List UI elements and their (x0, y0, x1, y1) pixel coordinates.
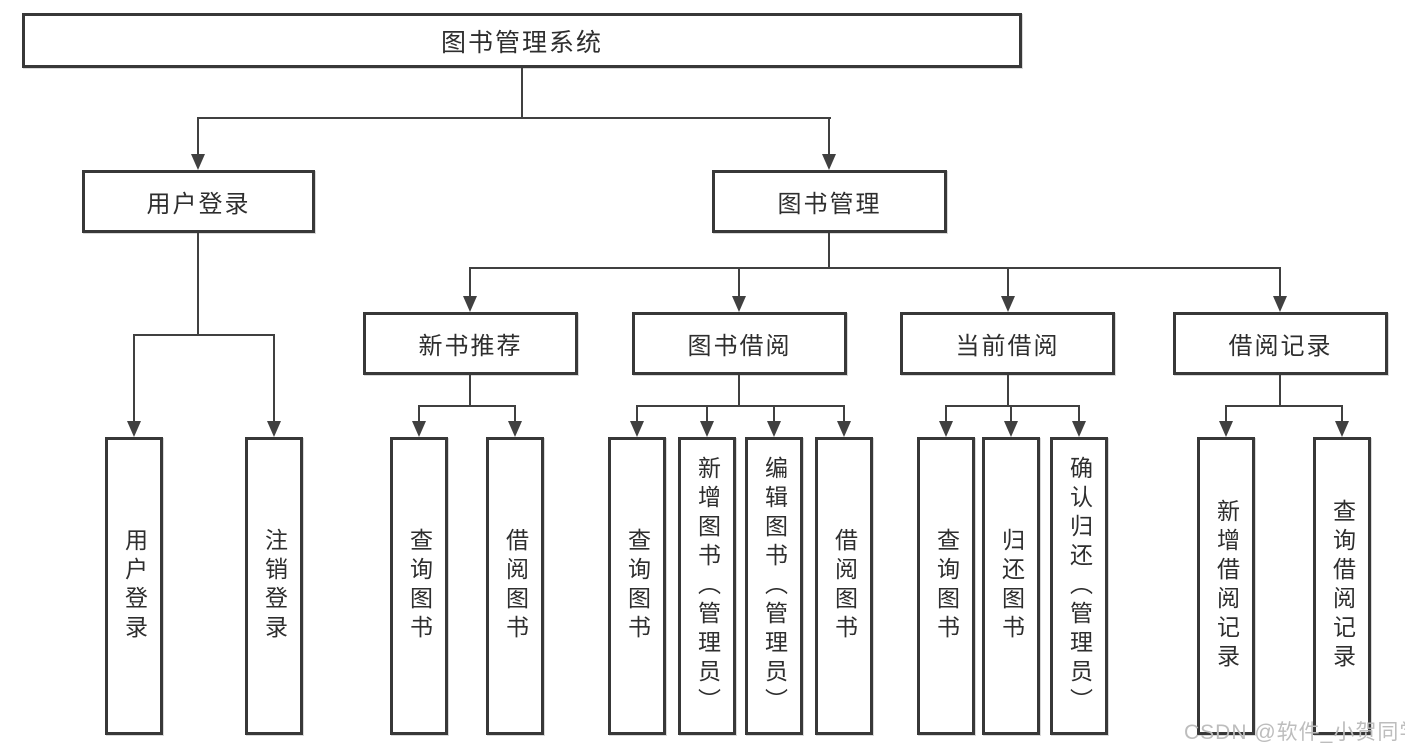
leaf-label: 查询图书 (933, 528, 960, 644)
connector-arrow-cb-query (945, 406, 947, 421)
node-label: 新书推荐 (418, 333, 523, 360)
arrowhead-borrowing-records (1273, 296, 1287, 312)
connector-root-stem (521, 68, 523, 118)
node-borrowing-records: 借阅记录 (1173, 312, 1388, 375)
connector-arrow-new-book (469, 268, 471, 296)
connector-arrow-bb-query (636, 406, 638, 421)
leaf-edit-books-admin: 编辑图书（管理员） (745, 437, 803, 735)
node-label: 图书借阅 (687, 333, 792, 360)
arrowhead-cb-confirm (1072, 421, 1086, 437)
connector-arrow-bb-add (706, 406, 708, 421)
leaf-query-books-current: 查询图书 (917, 437, 975, 735)
arrowhead-leaf-user-login (127, 421, 141, 437)
connector-arrow-user-login (197, 118, 199, 154)
node-book-borrowing: 图书借阅 (632, 312, 847, 375)
arrowhead-br-add (1219, 421, 1233, 437)
connector-arrow-book-borrowing (738, 268, 740, 296)
connector-arrow-leaf-user-login (133, 335, 135, 421)
node-book-management: 图书管理 (712, 170, 947, 233)
connector-arrow-br-add (1225, 406, 1227, 421)
leaf-borrow-books-borrowing: 借阅图书 (815, 437, 873, 735)
connector-new-book-split (418, 405, 516, 407)
leaf-label: 确认归还（管理员） (1066, 455, 1093, 717)
leaf-label: 借阅图书 (831, 528, 858, 644)
connector-arrow-current-borrowing (1007, 268, 1009, 296)
connector-arrow-leaf-logout (273, 335, 275, 421)
arrowhead-new-book (463, 296, 477, 312)
leaf-label: 查询图书 (624, 528, 651, 644)
arrowhead-leaf-logout (267, 421, 281, 437)
leaf-label: 注销登录 (261, 528, 288, 644)
connector-arrow-nb-borrow (514, 406, 516, 421)
leaf-query-books-borrowing: 查询图书 (608, 437, 666, 735)
connector-book-management-stem (828, 233, 830, 268)
arrowhead-bb-add (700, 421, 714, 437)
node-library-management-system: 图书管理系统 (22, 13, 1022, 68)
arrowhead-book-management (822, 154, 836, 170)
connector-user-login-split (133, 334, 275, 336)
arrowhead-br-query (1335, 421, 1349, 437)
connector-book-borrowing-stem (738, 375, 740, 406)
connector-root-split (197, 117, 831, 119)
leaf-label: 归还图书 (998, 528, 1025, 644)
connector-arrow-bb-edit (773, 406, 775, 421)
node-new-book-recommendation: 新书推荐 (363, 312, 578, 375)
connector-arrow-nb-query (418, 406, 420, 421)
node-current-borrowing: 当前借阅 (900, 312, 1115, 375)
connector-arrow-cb-return (1010, 406, 1012, 421)
connector-arrow-borrowing-records (1279, 268, 1281, 296)
node-label: 用户登录 (146, 191, 251, 218)
node-user-login: 用户登录 (82, 170, 315, 233)
arrowhead-bb-borrow (837, 421, 851, 437)
connector-borrowing-records-split (1225, 405, 1343, 407)
connector-borrowing-records-stem (1279, 375, 1281, 406)
connector-current-borrowing-stem (1007, 375, 1009, 406)
leaf-add-borrow-record: 新增借阅记录 (1197, 437, 1255, 735)
arrowhead-current-borrowing (1001, 296, 1015, 312)
leaf-label: 查询图书 (406, 528, 433, 644)
arrowhead-cb-return (1004, 421, 1018, 437)
arrowhead-user-login (191, 154, 205, 170)
arrowhead-book-borrowing (732, 296, 746, 312)
leaf-label: 借阅图书 (502, 528, 529, 644)
leaf-label: 新增图书（管理员） (694, 455, 721, 717)
leaf-query-books-recommend: 查询图书 (390, 437, 448, 735)
leaf-user-login: 用户登录 (105, 437, 163, 735)
watermark-csdn: CSDN @软件_小贺同学 (1184, 721, 1405, 744)
leaf-add-books-admin: 新增图书（管理员） (678, 437, 736, 735)
connector-arrow-bb-borrow (843, 406, 845, 421)
leaf-logout: 注销登录 (245, 437, 303, 735)
connector-book-management-split (469, 267, 1281, 269)
leaf-borrow-books-recommend: 借阅图书 (486, 437, 544, 735)
connector-arrow-cb-confirm (1078, 406, 1080, 421)
connector-user-login-stem (197, 233, 199, 335)
leaf-confirm-return-admin: 确认归还（管理员） (1050, 437, 1108, 735)
leaf-query-borrow-record: 查询借阅记录 (1313, 437, 1371, 735)
connector-arrow-book-management (828, 118, 830, 154)
connector-book-borrowing-split (636, 405, 845, 407)
leaf-return-books: 归还图书 (982, 437, 1040, 735)
node-label: 图书管理 (777, 191, 882, 218)
connector-current-borrowing-split (945, 405, 1080, 407)
arrowhead-nb-borrow (508, 421, 522, 437)
arrowhead-nb-query (412, 421, 426, 437)
arrowhead-cb-query (939, 421, 953, 437)
node-label: 当前借阅 (955, 333, 1060, 360)
connector-new-book-stem (469, 375, 471, 406)
node-label: 图书管理系统 (440, 28, 603, 57)
connector-arrow-br-query (1341, 406, 1343, 421)
arrowhead-bb-query (630, 421, 644, 437)
arrowhead-bb-edit (767, 421, 781, 437)
leaf-label: 编辑图书（管理员） (761, 455, 788, 717)
leaf-label: 用户登录 (121, 528, 148, 644)
leaf-label: 新增借阅记录 (1213, 499, 1240, 673)
leaf-label: 查询借阅记录 (1329, 499, 1356, 673)
node-label: 借阅记录 (1228, 333, 1333, 360)
